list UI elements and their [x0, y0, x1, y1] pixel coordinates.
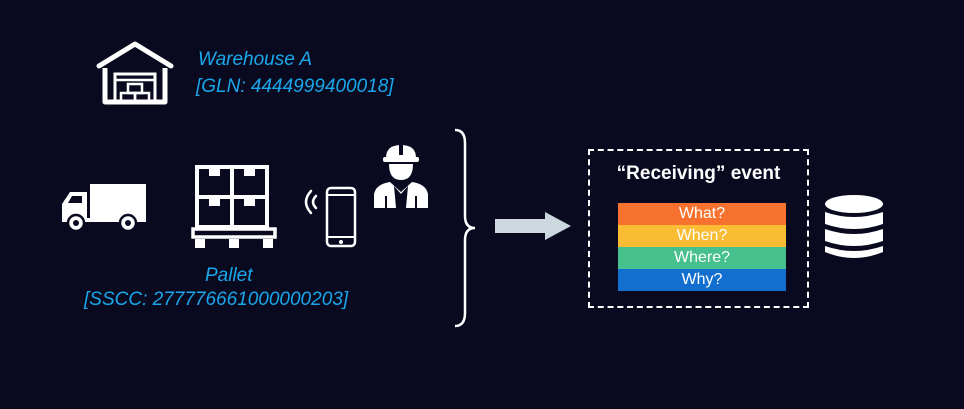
warehouse-name: Warehouse A: [198, 49, 313, 70]
receiving-event-box: “Receiving” event What? When? Where? Why…: [588, 149, 809, 308]
warehouse-icon: [95, 40, 175, 106]
pallet-icon: [191, 163, 277, 249]
pallet-name: Pallet: [205, 265, 253, 286]
dimension-where: Where?: [618, 247, 786, 269]
truck-icon: [60, 182, 148, 232]
event-dimensions: What? When? Where? Why?: [618, 203, 786, 291]
dimension-what: What?: [618, 203, 786, 225]
dimension-when: When?: [618, 225, 786, 247]
event-title: “Receiving” event: [616, 163, 781, 184]
warehouse-gln: [GLN: 4444999400018]: [196, 76, 394, 97]
smartphone-icon: [325, 186, 357, 248]
pallet-sscc: [SSCC: 277776661000000203]: [84, 289, 349, 310]
worker-icon: [372, 142, 430, 210]
dimension-why: Why?: [618, 269, 786, 291]
database-icon: [823, 194, 885, 262]
brace-icon: [452, 128, 478, 328]
wireless-signal-icon: [299, 186, 321, 218]
arrow-right-icon: [493, 211, 573, 241]
